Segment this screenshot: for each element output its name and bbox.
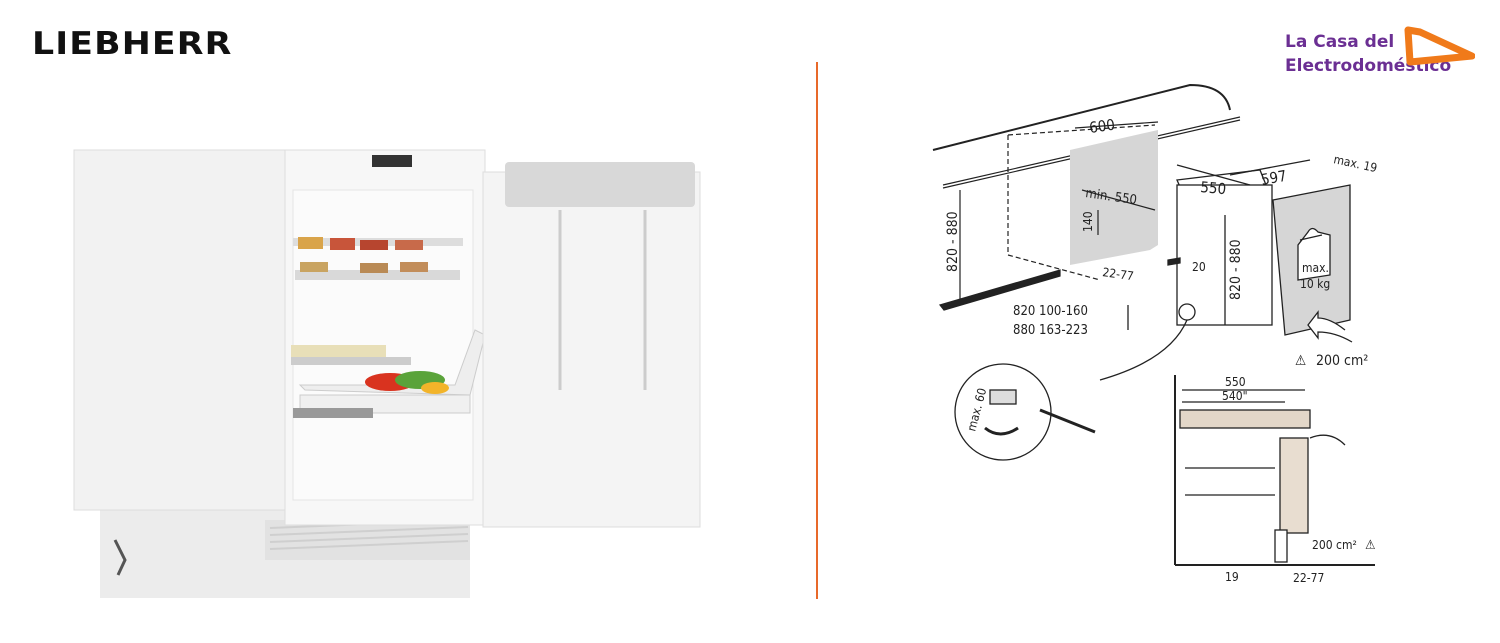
section-warning-icon: ⚠ (1365, 538, 1376, 553)
fridge-door (482, 162, 701, 528)
section-depth-inner-label: 540" (1222, 389, 1248, 403)
fridge-cabinet (73, 149, 486, 526)
plinth-table-row1: 820 100-160 (1013, 304, 1088, 319)
niche-depth-label: min. 550 (1084, 186, 1137, 208)
shelf-top (293, 237, 463, 280)
section-wall-gap-label: 19 (1225, 570, 1239, 584)
appliance-lines (1099, 159, 1353, 381)
appliance-height-label: 820 - 880 (1228, 239, 1244, 300)
dimension-labels: 600 min. 550 140 820 - 880 22-77 20 550 … (945, 116, 1379, 585)
door-thickness-label: max. 19 (1332, 152, 1378, 175)
niche-width-label: 600 (1088, 116, 1116, 137)
warning-icon: ⚠ (1295, 353, 1306, 369)
foot-detail (954, 363, 1096, 461)
weight-label-line1: max. (1302, 261, 1329, 275)
weight-label-line2: 10 kg (1300, 277, 1330, 291)
appliance-width-label: 597 (1260, 167, 1288, 189)
ventilation-label: 200 cm² (1316, 353, 1368, 369)
plinth-table-row2: 880 163-223 (1013, 323, 1088, 338)
section-view (1174, 375, 1375, 566)
divider (816, 62, 818, 599)
retailer-name-line1: La Casa del (1285, 32, 1395, 52)
appliance-depth-label: 550 (1200, 178, 1227, 198)
section-ventilation-label: 200 cm² (1312, 538, 1357, 552)
section-plinth-offset-label: 22-77 (1293, 571, 1324, 585)
niche-height-label: 820 - 880 (945, 211, 961, 272)
retailer-arrow-icon (1404, 26, 1475, 66)
vent-height-label: 140 (1081, 211, 1095, 232)
control-panel (372, 155, 412, 167)
product-photo (73, 149, 701, 598)
niche-lines (932, 83, 1241, 311)
gap-label: 20 (1192, 260, 1206, 274)
shelf-middle (291, 345, 411, 365)
brand-logo: LIEBHERR (32, 26, 233, 62)
plinth-offset-label: 22-77 (1102, 265, 1135, 283)
pull-out-drawer (293, 329, 486, 418)
section-depth-label: 550 (1225, 375, 1246, 389)
